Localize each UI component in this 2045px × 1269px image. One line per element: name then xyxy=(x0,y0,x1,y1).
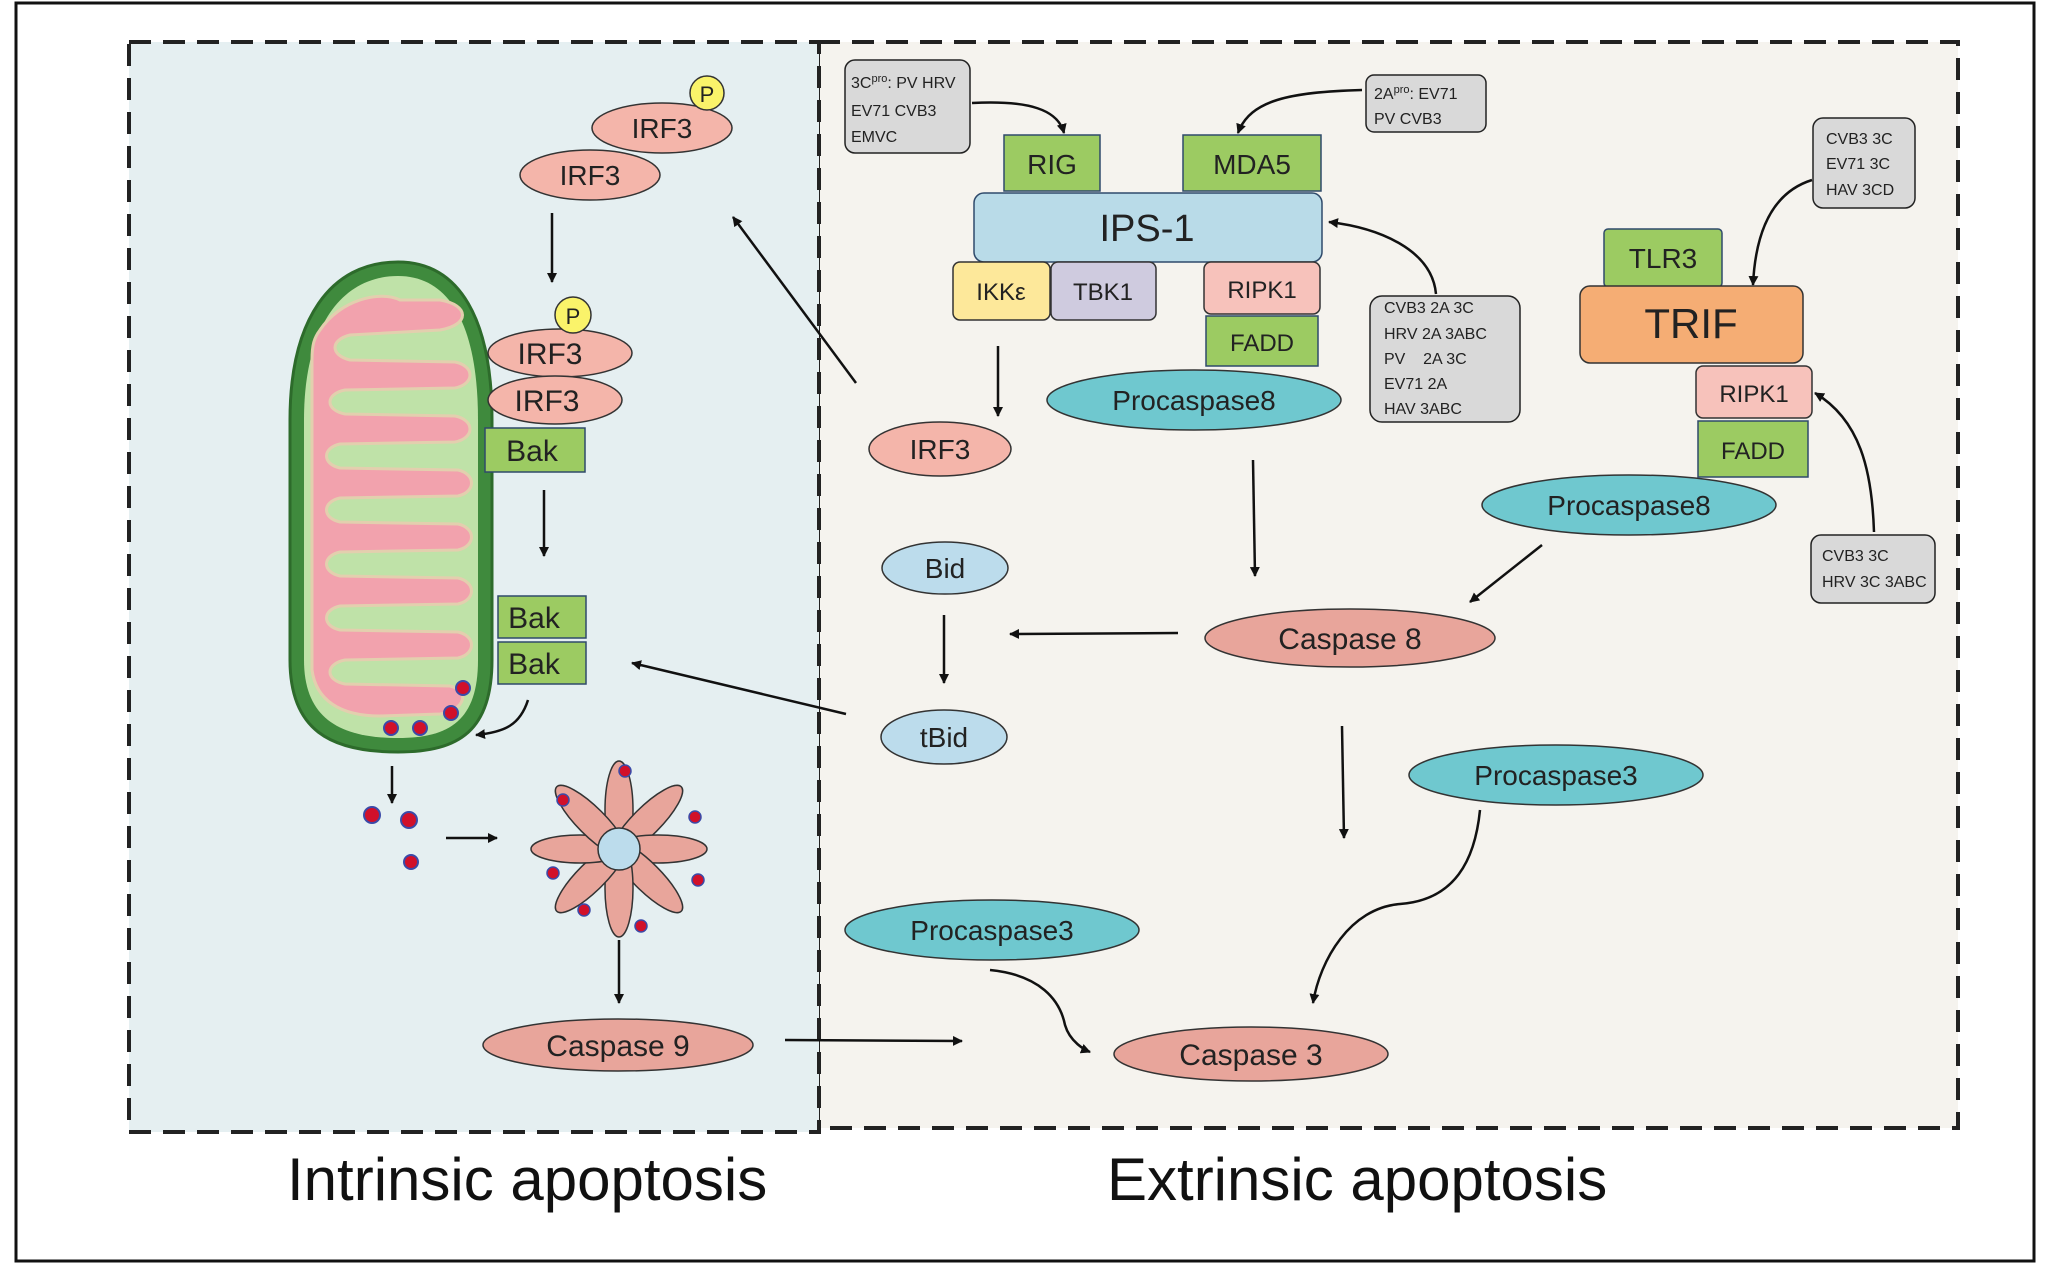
svg-text:TRIF: TRIF xyxy=(1644,300,1737,347)
svg-text:HRV 3C 3ABC: HRV 3C 3ABC xyxy=(1822,574,1927,591)
procaspase3-left xyxy=(844,899,1140,961)
svg-text:Bak: Bak xyxy=(508,602,561,635)
bak-dimer-b xyxy=(497,641,587,685)
outer-frame xyxy=(14,1,2036,1263)
svg-text:IRF3: IRF3 xyxy=(560,160,621,191)
svg-text:FADD: FADD xyxy=(1721,438,1785,465)
svg-text:CVB3 2A 3C: CVB3 2A 3C xyxy=(1384,300,1474,317)
svg-text:2Apro: EV71: 2Apro: EV71 xyxy=(1374,84,1458,103)
svg-text:MDA5: MDA5 xyxy=(1213,149,1291,180)
intrinsic-caption: Intrinsic apoptosis xyxy=(287,1146,768,1213)
svg-text:Caspase 9: Caspase 9 xyxy=(546,1030,689,1063)
svg-text:Caspase 8: Caspase 8 xyxy=(1278,623,1421,656)
svg-text:RIG: RIG xyxy=(1027,149,1077,180)
ripk1-trif xyxy=(1695,365,1813,419)
viral-protease-box-2 xyxy=(1365,74,1487,133)
svg-text:EV71 3C: EV71 3C xyxy=(1826,156,1890,173)
svg-text:PV CVB3: PV CVB3 xyxy=(1374,111,1442,128)
svg-text:FADD: FADD xyxy=(1230,330,1294,357)
svg-text:EV71 2A: EV71 2A xyxy=(1384,376,1447,393)
fadd-ips xyxy=(1205,315,1319,367)
tbid xyxy=(880,709,1008,765)
svg-text:P: P xyxy=(700,82,715,107)
svg-text:HAV 3ABC: HAV 3ABC xyxy=(1384,401,1462,418)
svg-text:IRF3: IRF3 xyxy=(632,113,693,144)
bid xyxy=(881,541,1009,595)
svg-text:3Cpro: PV HRV: 3Cpro: PV HRV xyxy=(851,73,956,92)
bak-single xyxy=(484,427,586,473)
phospho-badge-top xyxy=(689,75,725,111)
svg-text:Procaspase8: Procaspase8 xyxy=(1547,490,1710,521)
mda5-receptor xyxy=(1182,134,1322,192)
svg-text:Bid: Bid xyxy=(925,553,965,584)
tbk1-kinase xyxy=(1050,261,1157,321)
svg-text:PV 2A 3C: PV 2A 3C xyxy=(1384,351,1467,368)
svg-text:TLR3: TLR3 xyxy=(1629,243,1697,274)
svg-text:IRF3: IRF3 xyxy=(517,338,582,371)
trif-adaptor xyxy=(1579,285,1804,364)
svg-text:Procaspase8: Procaspase8 xyxy=(1112,385,1275,416)
svg-text:RIPK1: RIPK1 xyxy=(1719,381,1788,408)
viral-protease-box-4 xyxy=(1812,117,1916,209)
irf3-top-b xyxy=(591,102,733,154)
svg-text:Bak: Bak xyxy=(508,648,561,681)
irf3-mito-b xyxy=(487,375,623,425)
svg-text:tBid: tBid xyxy=(920,722,968,753)
apoptosome-icon xyxy=(530,760,708,938)
svg-text:EMVC: EMVC xyxy=(851,129,897,146)
ripk1-ips xyxy=(1203,261,1321,315)
svg-text:IPS-1: IPS-1 xyxy=(1099,208,1194,250)
svg-text:Procaspase3: Procaspase3 xyxy=(910,915,1073,946)
viral-protease-box-1 xyxy=(844,59,971,154)
irf3-extrinsic xyxy=(868,421,1012,477)
svg-text:HAV 3CD: HAV 3CD xyxy=(1826,182,1894,199)
svg-text:P: P xyxy=(566,304,581,329)
mitochondrion-icon xyxy=(288,260,494,754)
svg-text:IRF3: IRF3 xyxy=(910,434,971,465)
svg-text:Procaspase3: Procaspase3 xyxy=(1474,760,1637,791)
procaspase3-right xyxy=(1408,744,1704,806)
cytochrome-c-dots xyxy=(363,680,471,870)
viral-protease-box-3 xyxy=(1369,295,1521,423)
bak-dimer-a xyxy=(497,595,587,639)
irf3-top-a xyxy=(519,149,661,201)
svg-text:CVB3 3C: CVB3 3C xyxy=(1826,131,1893,148)
phospho-badge-mito xyxy=(554,296,592,334)
viral-protease-box-5 xyxy=(1810,534,1936,604)
caspase3 xyxy=(1113,1026,1389,1082)
caspase9 xyxy=(482,1018,754,1072)
extrinsic-caption: Extrinsic apoptosis xyxy=(1107,1146,1608,1213)
svg-text:IRF3: IRF3 xyxy=(514,385,579,418)
svg-text:RIPK1: RIPK1 xyxy=(1227,277,1296,304)
svg-text:Caspase 3: Caspase 3 xyxy=(1179,1039,1322,1072)
svg-text:CVB3 3C: CVB3 3C xyxy=(1822,548,1889,565)
svg-text:HRV 2A 3ABC: HRV 2A 3ABC xyxy=(1384,326,1487,343)
procaspase8-trif xyxy=(1481,474,1777,536)
svg-text:EV71 CVB3: EV71 CVB3 xyxy=(851,103,936,120)
svg-text:Bak: Bak xyxy=(506,435,559,468)
svg-text:IKKε: IKKε xyxy=(976,279,1026,306)
svg-text:TBK1: TBK1 xyxy=(1073,279,1133,306)
fadd-trif xyxy=(1697,420,1809,478)
procaspase8-ips xyxy=(1046,369,1342,431)
ikke-kinase xyxy=(952,261,1051,321)
rig-receptor xyxy=(1003,134,1101,192)
caspase8 xyxy=(1204,608,1496,668)
